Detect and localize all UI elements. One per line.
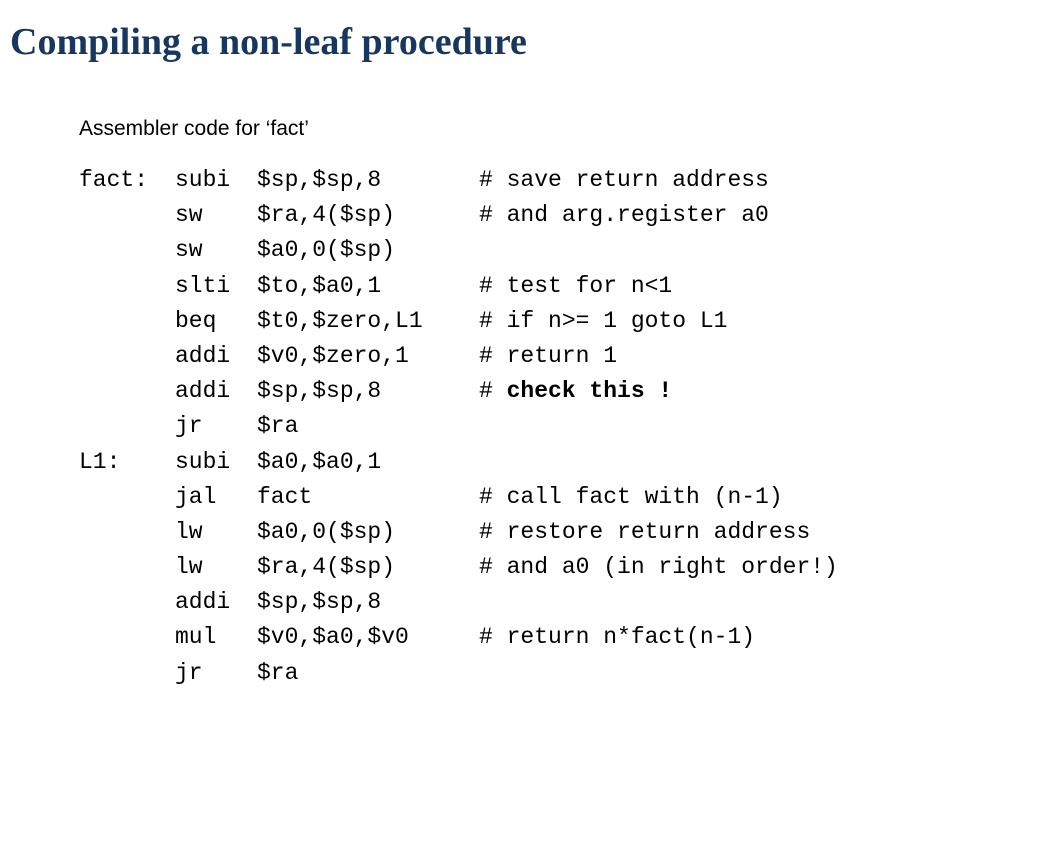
code-line: jr $ra xyxy=(79,656,298,691)
code-opcode: addi xyxy=(175,342,231,369)
code-opcode: sw xyxy=(175,237,203,264)
code-comment: # restore return address xyxy=(479,518,811,545)
code-opcode: jr xyxy=(175,413,203,440)
code-opcode: subi xyxy=(175,167,231,193)
code-opcode: lw xyxy=(175,518,203,545)
code-operands: $sp,$sp,8 xyxy=(257,167,382,193)
code-line: mul $v0,$a0,$v0 # return n*fact(n-1) xyxy=(79,620,755,655)
code-operands: $ra,4($sp) xyxy=(257,202,396,229)
code-operands: fact xyxy=(257,483,313,510)
code-operands: $a0,0($sp) xyxy=(257,518,396,545)
code-line: fact: subi $sp,$sp,8 # save return addre… xyxy=(79,163,769,198)
code-line: sw $ra,4($sp) # and arg.register a0 xyxy=(79,198,769,233)
code-opcode: sw xyxy=(175,202,203,229)
code-operands: $ra xyxy=(257,413,299,440)
slide-title: Compiling a non-leaf procedure xyxy=(10,21,527,63)
code-line: slti $to,$a0,1 # test for n<1 xyxy=(79,269,672,304)
code-comment: # and a0 (in right order!) xyxy=(479,554,838,581)
code-opcode: jal xyxy=(175,483,217,510)
code-opcode: addi xyxy=(175,378,231,405)
code-operands: $to,$a0,1 xyxy=(257,272,382,299)
code-opcode: mul xyxy=(175,624,217,651)
code-opcode: slti xyxy=(175,272,231,299)
code-line: addi $sp,$sp,8 # check this ! xyxy=(79,374,672,409)
code-comment: # check this ! xyxy=(479,374,672,409)
code-comment: # and arg.register a0 xyxy=(479,202,769,229)
comment-emphasis: check this ! xyxy=(506,378,673,405)
code-operands: $ra xyxy=(257,659,299,686)
code-line: addi $sp,$sp,8 xyxy=(79,585,381,620)
code-line: jr $ra xyxy=(79,409,298,444)
code-operands: $ra,4($sp) xyxy=(257,554,396,581)
code-opcode: beq xyxy=(175,307,217,334)
code-comment: # save return address xyxy=(479,167,769,193)
code-opcode: lw xyxy=(175,554,203,581)
code-operands: $a0,0($sp) xyxy=(257,237,396,264)
assembly-code-listing: fact: subi $sp,$sp,8 # save return addre… xyxy=(79,163,838,691)
code-operands: $v0,$zero,1 xyxy=(257,342,409,369)
code-comment: # test for n<1 xyxy=(479,272,673,299)
code-comment: # return n*fact(n-1) xyxy=(479,624,756,651)
code-line: jal fact # call fact with (n-1) xyxy=(79,480,783,515)
code-label: fact: xyxy=(79,167,149,193)
code-opcode: subi xyxy=(175,448,231,475)
code-label: L1: xyxy=(79,448,121,475)
code-line: L1: subi $a0,$a0,1 xyxy=(79,445,381,480)
code-opcode: jr xyxy=(175,659,203,686)
code-line: beq $t0,$zero,L1 # if n>= 1 goto L1 xyxy=(79,304,727,339)
code-comment: # return 1 xyxy=(479,342,618,369)
code-operands: $t0,$zero,L1 xyxy=(257,307,423,334)
slide-subtitle: Assembler code for ‘fact’ xyxy=(79,117,309,140)
code-operands: $a0,$a0,1 xyxy=(257,448,382,475)
code-line: lw $ra,4($sp) # and a0 (in right order!) xyxy=(79,550,838,585)
code-opcode: addi xyxy=(175,589,231,616)
code-comment: # if n>= 1 goto L1 xyxy=(479,307,728,334)
code-operands: $sp,$sp,8 xyxy=(257,589,382,616)
code-operands: $v0,$a0,$v0 xyxy=(257,624,409,651)
code-line: sw $a0,0($sp) xyxy=(79,233,395,268)
code-line: addi $v0,$zero,1 # return 1 xyxy=(79,339,617,374)
code-comment: # call fact with (n-1) xyxy=(479,483,783,510)
comment-hash: # xyxy=(479,378,507,405)
code-operands: $sp,$sp,8 xyxy=(257,378,382,405)
code-line: lw $a0,0($sp) # restore return address xyxy=(79,515,810,550)
